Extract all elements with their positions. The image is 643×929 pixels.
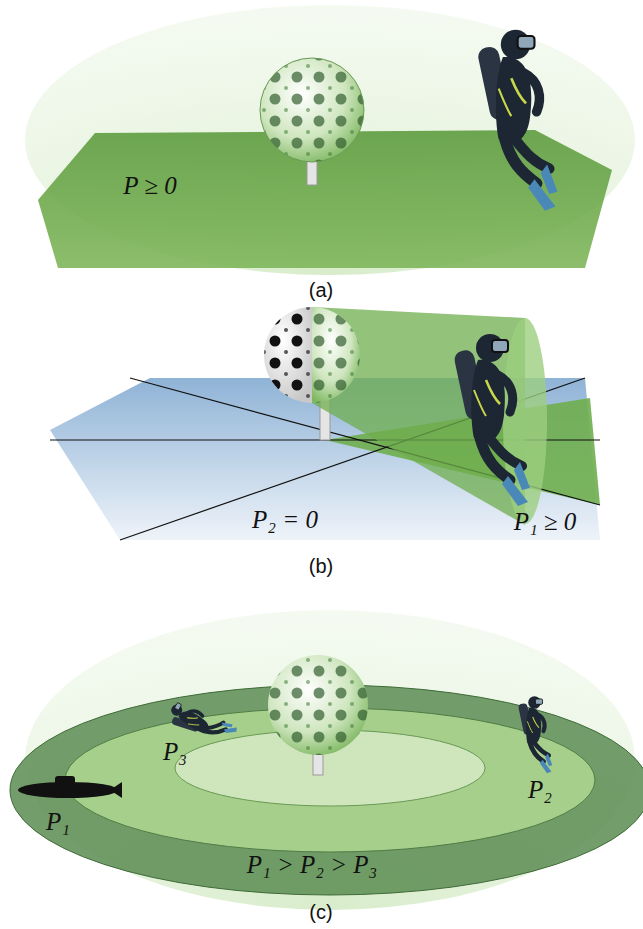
panel-label: (c) bbox=[309, 901, 332, 923]
panel-label: (a) bbox=[309, 279, 333, 301]
panel-label: (b) bbox=[309, 555, 333, 577]
pressure-label: P₁ bbox=[46, 808, 70, 836]
pressure-label: P ≥ 0 bbox=[123, 172, 177, 200]
pressure-label: P₂ bbox=[528, 776, 552, 804]
pressure-label: P₂ = 0 bbox=[252, 506, 318, 534]
pressure-label: P₁ ≥ 0 bbox=[514, 508, 577, 536]
pressure-label: P₁ > P₂ > P₃ bbox=[247, 851, 378, 879]
pressure-label: P₃ bbox=[163, 738, 187, 766]
